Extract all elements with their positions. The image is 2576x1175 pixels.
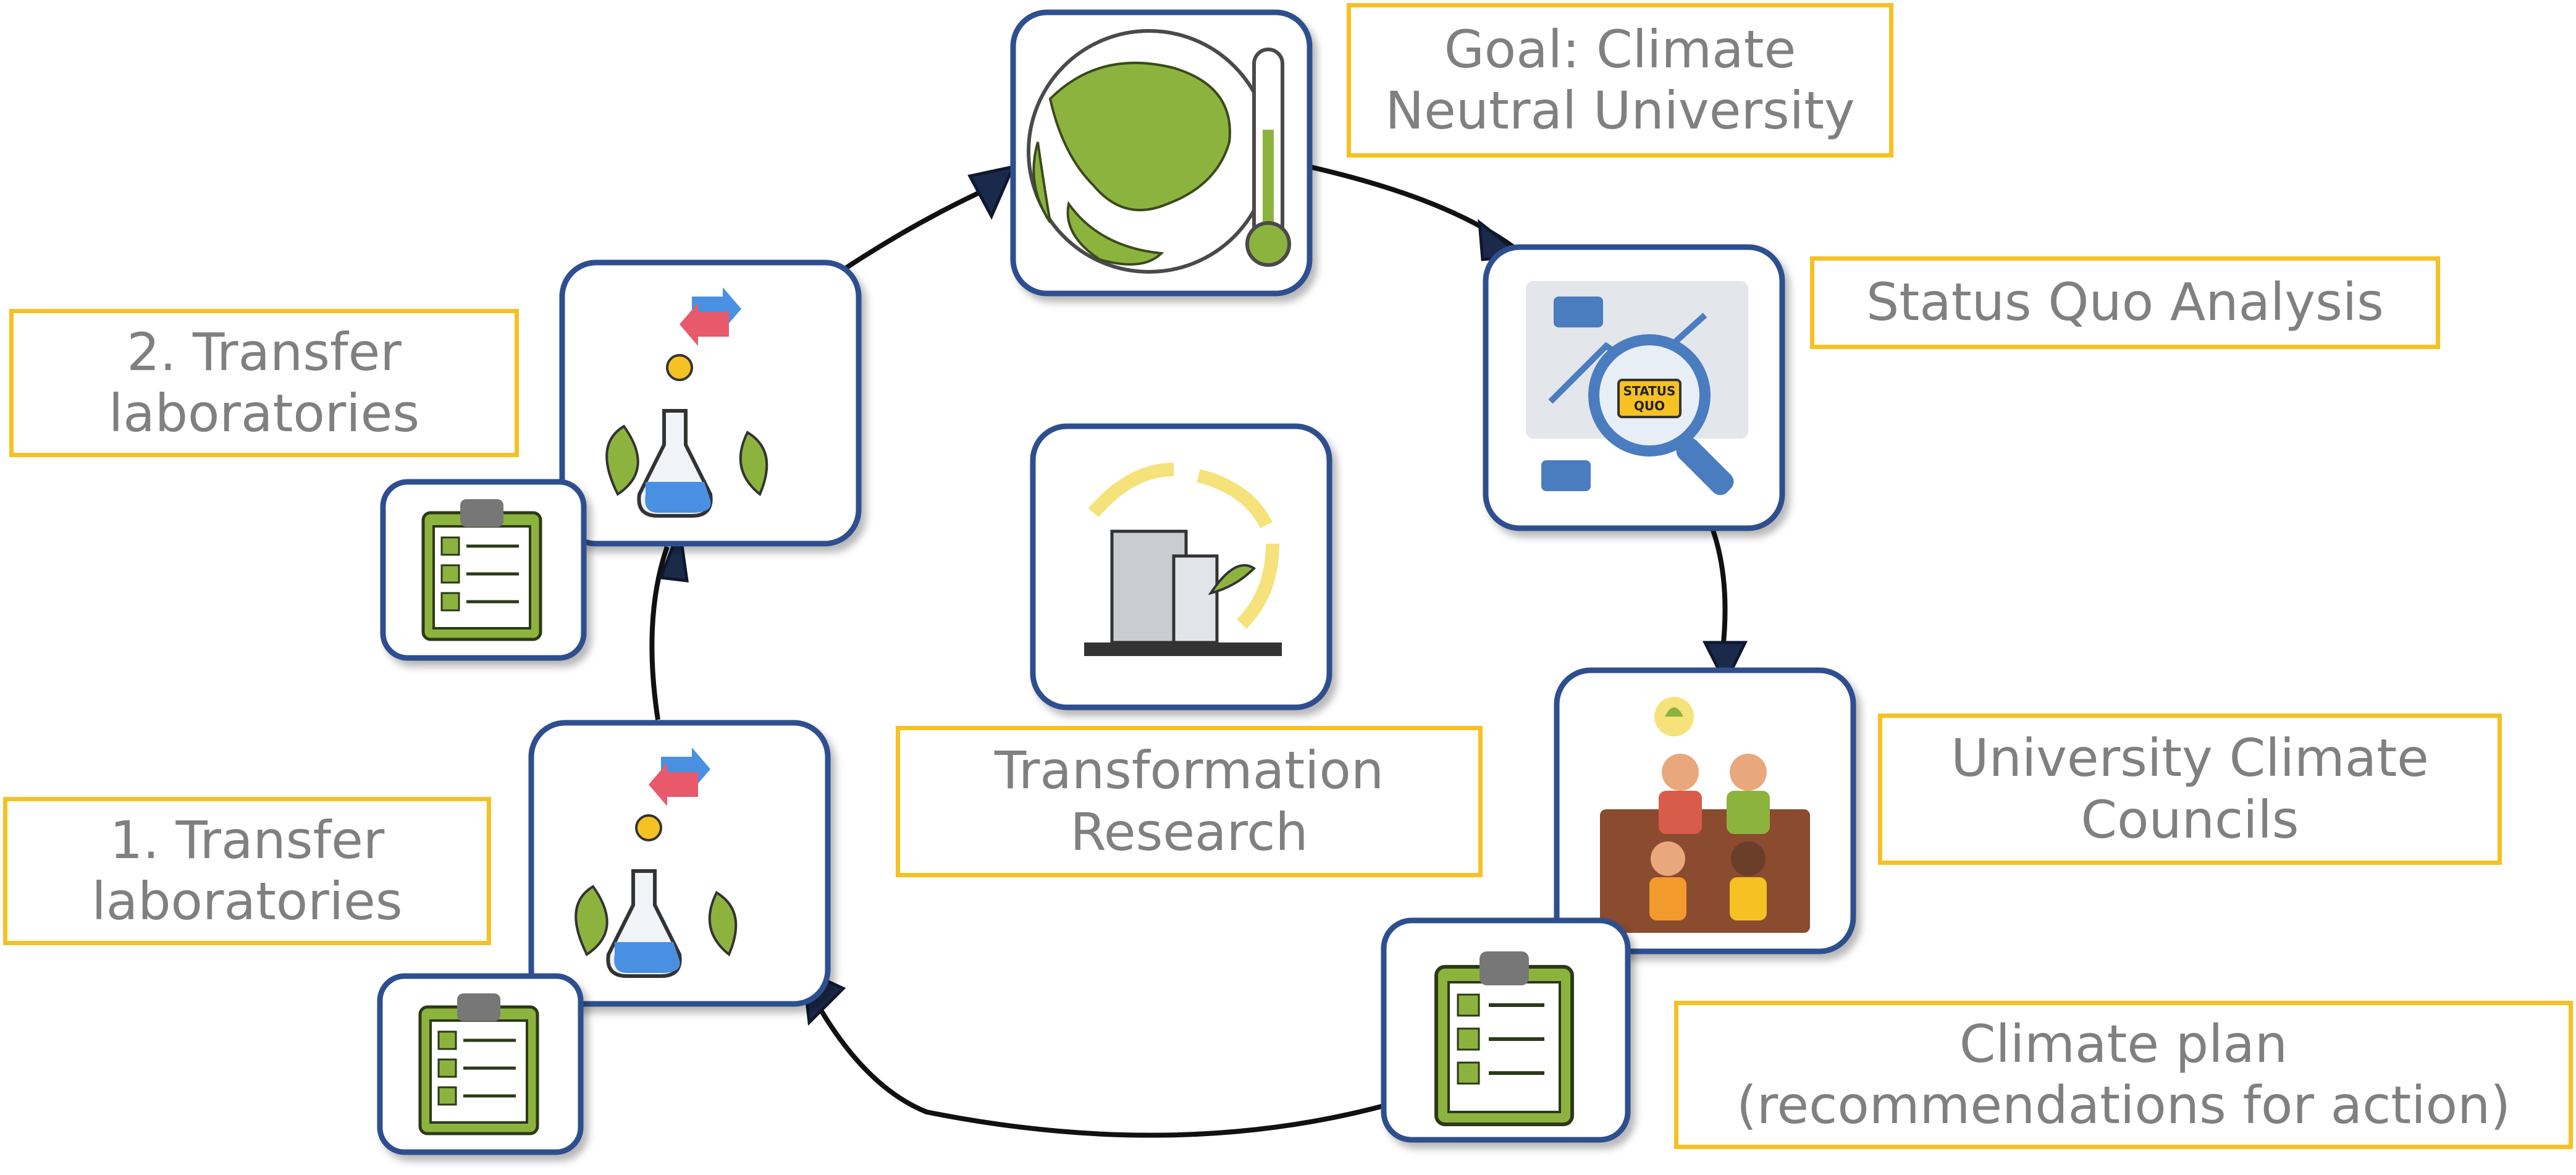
transformation-label: Transformation Research: [896, 726, 1483, 877]
connector-transfer1-transfer2: [649, 545, 670, 720]
transformation-node: [1030, 423, 1332, 710]
transfer-1-label-line2: laboratories: [91, 871, 403, 932]
councils-node: [1554, 667, 1856, 954]
transfer-1-node: [528, 720, 831, 1007]
status-quo-node: STATUS QUO: [1483, 244, 1785, 531]
clipboard-checklist-icon: [421, 499, 542, 641]
meeting-people-icon: [1600, 697, 1810, 933]
status-quo-label-line1: Status Quo Analysis: [1866, 272, 2384, 333]
connector-transfer2-goal: [838, 186, 990, 274]
arrowhead-goal: [967, 164, 1016, 220]
status-quo-label: Status Quo Analysis: [1810, 256, 2440, 349]
transfer-1-label: 1. Transfer laboratories: [3, 797, 491, 945]
goal-label-line1: Goal: Climate: [1444, 19, 1796, 80]
goal-label-line2: Neutral University: [1385, 80, 1855, 141]
city-cycle-icon: [1084, 463, 1282, 656]
goal-node: [1010, 9, 1313, 297]
clipboard-checklist-icon: [1434, 951, 1574, 1126]
connector-plan-transfer1: [813, 1000, 1385, 1138]
transfer-2-label: 2. Transfer laboratories: [9, 309, 519, 457]
councils-label: University Climate Councils: [1878, 714, 2502, 865]
globe-thermometer-icon: [1027, 29, 1291, 274]
status-quo-badge-line2: QUO: [1634, 398, 1665, 413]
transfer-2-label-line1: 2. Transfer: [127, 321, 402, 382]
lab-flask-plants-icon: [605, 287, 768, 518]
transfer-2-node: [559, 259, 862, 547]
status-quo-badge-line1: STATUS: [1623, 384, 1676, 398]
connector-statusquo-councils: [1709, 524, 1728, 643]
councils-label-line2: Councils: [2081, 789, 2299, 850]
status-quo-analysis-icon: STATUS QUO: [1526, 281, 1748, 495]
climate-plan-label: Climate plan (recommendations for action…: [1674, 1001, 2573, 1149]
climate-plan-label-line2: (recommendations for action): [1736, 1075, 2511, 1135]
arrowhead-councils: [1702, 641, 1748, 686]
transfer-2-clipboard-node: [380, 479, 587, 661]
councils-label-line1: University Climate: [1951, 728, 2429, 789]
transformation-label-line1: Transformation: [994, 740, 1384, 801]
transfer-1-label-line1: 1. Transfer: [109, 809, 385, 870]
transfer-2-label-line2: laboratories: [108, 383, 420, 444]
transfer-1-clipboard-node: [377, 973, 584, 1155]
climate-plan-node: [1381, 917, 1631, 1143]
goal-label: Goal: Climate Neutral University: [1347, 3, 1893, 158]
lab-flask-plants-icon: [575, 748, 738, 978]
transformation-label-line2: Research: [1070, 801, 1308, 862]
climate-plan-label-line1: Climate plan: [1959, 1013, 2288, 1074]
clipboard-checklist-icon: [418, 993, 539, 1135]
